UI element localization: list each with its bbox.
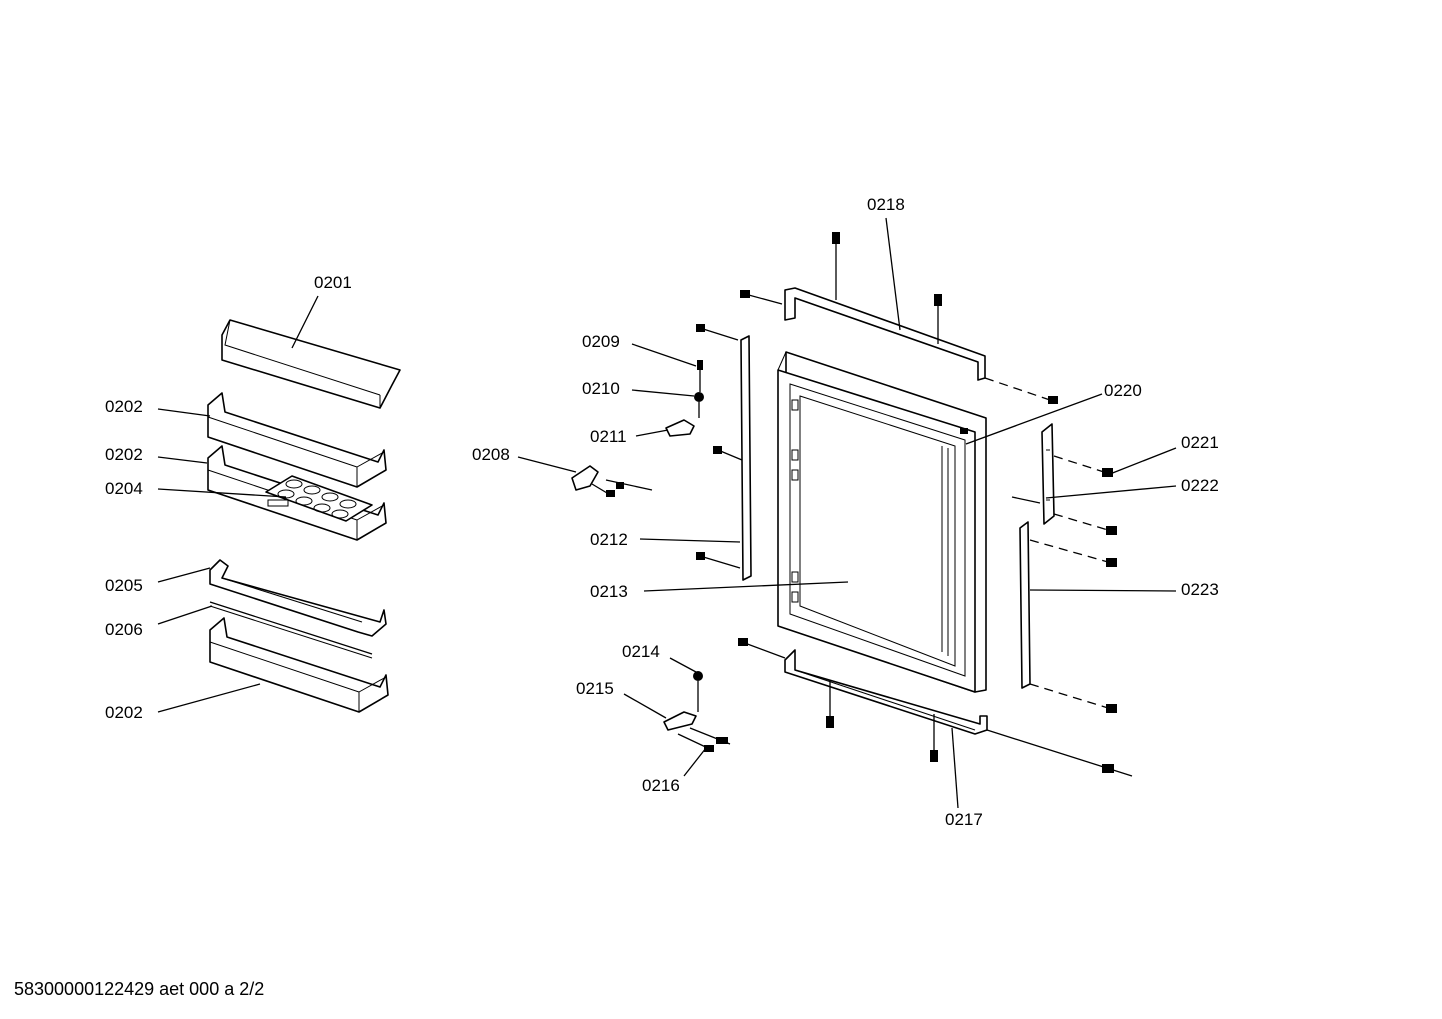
label-0222: 0222 (1181, 476, 1219, 495)
label-0204: 0204 (105, 479, 143, 498)
part-0208-bracket (571, 465, 653, 497)
label-0206: 0206 (105, 620, 143, 639)
label-0218: 0218 (867, 195, 905, 214)
door-shelves-group (207, 319, 401, 713)
label-0202: 0202 (105, 397, 143, 416)
label-0223: 0223 (1181, 580, 1219, 599)
label-0212: 0212 (590, 530, 628, 549)
label-0221: 0221 (1181, 433, 1219, 452)
part-labels: 0201 0202 0202 0204 0205 0206 0202 0218 … (105, 195, 1219, 829)
part-0211-hinge (665, 419, 695, 437)
part-0214-bushing (693, 671, 703, 712)
part-0215-hinge (663, 711, 697, 731)
label-0213: 0213 (590, 582, 628, 601)
part-0202-shelf-c (209, 617, 389, 713)
label-0214: 0214 (622, 642, 660, 661)
part-0222-hinge-plate (1011, 423, 1117, 535)
part-0213-door-panel (777, 351, 987, 693)
label-0205: 0205 (105, 576, 143, 595)
document-id-footer: 58300000122429 aet 000 a 2/2 (14, 979, 265, 999)
part-0210-bushing (694, 392, 704, 418)
part-0216-screw (677, 727, 731, 752)
top-screws (740, 232, 1058, 404)
label-0215: 0215 (576, 679, 614, 698)
label-0202: 0202 (105, 445, 143, 464)
part-0202-shelf-a (207, 392, 387, 488)
part-0223-right-strip (1019, 521, 1117, 713)
label-0201: 0201 (314, 273, 352, 292)
label-0208: 0208 (472, 445, 510, 464)
part-0209-pin (697, 360, 703, 392)
part-0212-left-strip (696, 324, 752, 581)
label-0202: 0202 (105, 703, 143, 722)
part-0204-egg-tray (265, 475, 373, 522)
leader-lines (157, 217, 1177, 809)
part-0217-bottom-bracket (738, 638, 1133, 777)
label-0216: 0216 (642, 776, 680, 795)
label-0217: 0217 (945, 810, 983, 829)
label-0210: 0210 (582, 379, 620, 398)
part-0218-top-bracket (784, 287, 986, 381)
door-assembly-group (571, 232, 1133, 777)
label-0220: 0220 (1104, 381, 1142, 400)
label-0209: 0209 (582, 332, 620, 351)
part-0205-rail-bar (209, 559, 387, 637)
part-0201-shelf-cover (221, 319, 401, 409)
label-0211: 0211 (590, 427, 627, 446)
part-0206-rod (209, 601, 373, 659)
